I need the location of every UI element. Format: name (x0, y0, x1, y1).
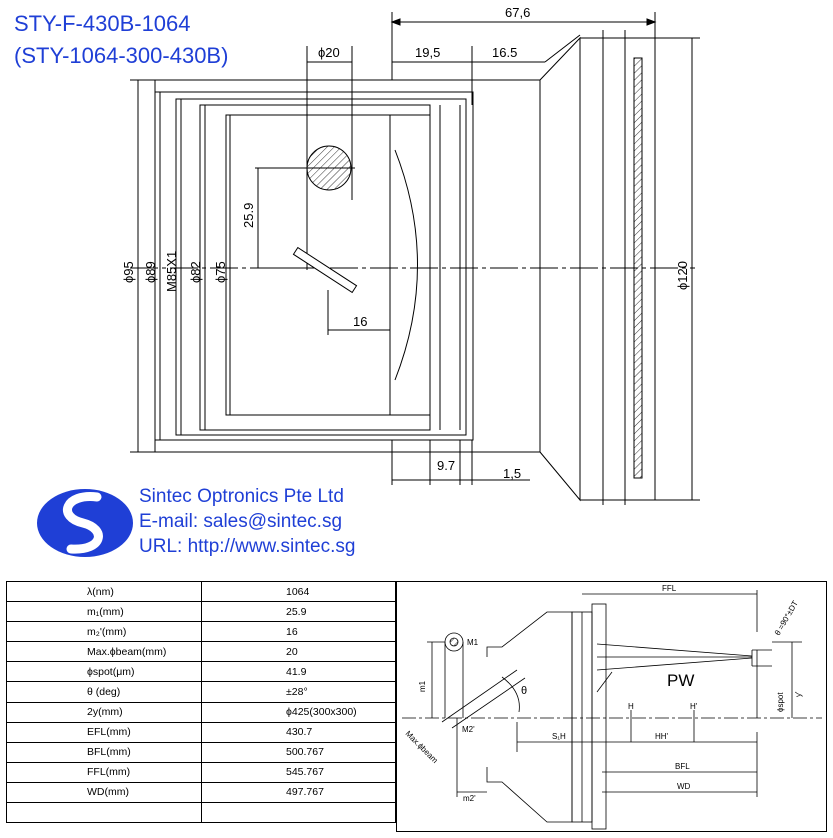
spec-param: θ (deg) (6, 681, 202, 703)
dim-d95: ϕ95 (121, 261, 136, 283)
dim-25-9: 25.9 (241, 203, 256, 228)
schematic-pw: PW (667, 671, 694, 690)
spec-param: 2y(mm) (6, 701, 202, 723)
dim-total-length: 67,6 (505, 5, 530, 20)
spec-value (201, 802, 396, 824)
company-email: E-mail: sales@sintec.sg (139, 511, 343, 532)
schematic-y: y' (794, 691, 803, 697)
schematic-wd: WD (677, 782, 691, 791)
spec-param: ϕspot(μm) (6, 661, 202, 683)
spec-row: m₁(mm)25.9 (6, 601, 396, 623)
spec-value: ϕ425(300x300) (201, 701, 396, 723)
dim-16-5: 16.5 (492, 45, 517, 60)
spec-param: FFL(mm) (6, 761, 202, 783)
schematic-m2-dim: m2' (463, 794, 476, 803)
dim-d82: ϕ82 (188, 261, 203, 283)
spec-param: EFL(mm) (6, 721, 202, 743)
spec-row (6, 802, 396, 824)
dim-d89: ϕ89 (143, 261, 158, 283)
spec-value: 500.767 (201, 741, 396, 763)
spec-row: EFL(mm)430.7 (6, 721, 396, 743)
spec-value: 545.767 (201, 761, 396, 783)
dim-16: 16 (353, 314, 367, 329)
schematic-max-beam: Max.ϕbeam (404, 729, 440, 765)
spec-row: WD(mm)497.767 (6, 781, 396, 804)
spec-row: 2y(mm)ϕ425(300x300) (6, 701, 396, 723)
schematic-h-prime: H' (690, 702, 698, 711)
spec-row: m₂'(mm)16 (6, 621, 396, 643)
schematic-m1-dim: m1 (418, 680, 427, 692)
dim-d120: ϕ120 (675, 261, 690, 290)
schematic-hh-prime: HH' (655, 732, 669, 741)
schematic-m2-prime: M2' (462, 725, 475, 734)
schematic-theta-note: θ =90°±DT (773, 599, 800, 637)
schematic-phi-spot: ϕspot (776, 692, 785, 712)
schematic-m1: M1 (467, 638, 479, 647)
lens-mechanical-drawing: 67,6 ϕ20 19,5 16.5 16 9.7 1,5 25.9 ϕ95 ϕ… (121, 5, 700, 505)
spec-param: m₁(mm) (6, 601, 202, 623)
schematic-ffl: FFL (662, 584, 677, 593)
spec-row: ϕspot(μm)41.9 (6, 661, 396, 683)
dim-19-5: 19,5 (415, 45, 440, 60)
company-name: Sintec Optronics Pte Ltd (139, 486, 344, 507)
spec-row: λ(nm)1064 (6, 580, 396, 603)
spec-value: 20 (201, 641, 396, 663)
company-logo-icon (37, 489, 133, 557)
spec-param: BFL(mm) (6, 741, 202, 763)
spec-param (6, 802, 202, 824)
spec-value: 430.7 (201, 721, 396, 743)
schematic-theta: θ (521, 685, 527, 697)
spec-param: m₂'(mm) (6, 621, 202, 643)
spec-param: WD(mm) (6, 781, 202, 804)
schematic-h: H (628, 702, 634, 711)
model-alt-title: (STY-1064-300-430B) (14, 43, 229, 68)
company-url: URL: http://www.sintec.sg (139, 536, 356, 557)
spec-param: Max.ϕbeam(mm) (6, 641, 202, 663)
spec-value: 16 (201, 621, 396, 643)
optical-schematic-panel: FFL θ =90°±DT M1 m1 θ PW ϕspot y' H H' M… (396, 581, 827, 832)
dim-d75: ϕ75 (213, 261, 228, 283)
dim-1-5: 1,5 (503, 466, 521, 481)
spec-row: BFL(mm)500.767 (6, 741, 396, 763)
dim-m85: M85X1 (164, 251, 179, 292)
optical-schematic: FFL θ =90°±DT M1 m1 θ PW ϕspot y' H H' M… (402, 584, 822, 830)
spec-row: θ (deg)±28° (6, 681, 396, 703)
spec-value: 41.9 (201, 661, 396, 683)
dim-9-7: 9.7 (437, 458, 455, 473)
spec-value: 497.767 (201, 781, 396, 804)
spec-value: 25.9 (201, 601, 396, 623)
model-title: STY-F-430B-1064 (14, 11, 191, 36)
spec-value: ±28° (201, 681, 396, 703)
spec-param: λ(nm) (6, 580, 202, 603)
dim-beam-dia: ϕ20 (318, 45, 340, 60)
spec-row: FFL(mm)545.767 (6, 761, 396, 783)
spec-value: 1064 (201, 580, 396, 603)
schematic-bfl: BFL (675, 762, 690, 771)
spec-row: Max.ϕbeam(mm)20 (6, 641, 396, 663)
schematic-s-h: S₁H (552, 732, 566, 741)
